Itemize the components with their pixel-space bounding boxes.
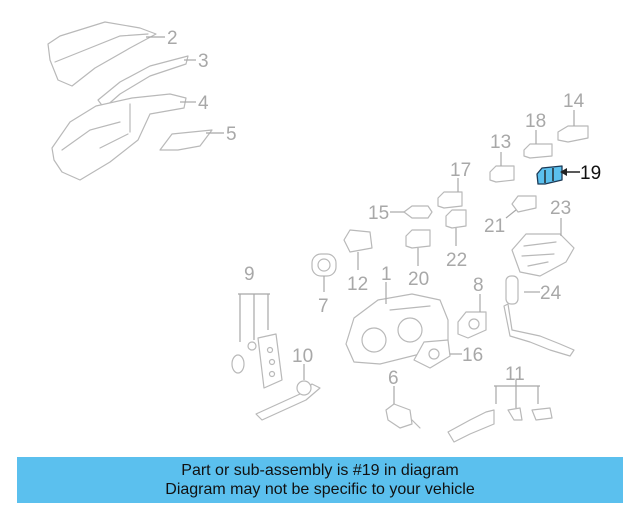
svg-text:8: 8 xyxy=(473,275,484,296)
part-12 xyxy=(343,229,373,253)
svg-text:20: 20 xyxy=(408,269,429,290)
callout-15: 15 xyxy=(368,203,404,224)
part-7 xyxy=(311,253,337,277)
svg-text:19: 19 xyxy=(580,163,601,184)
callout-19: 19 xyxy=(560,163,601,184)
callout-3: 3 xyxy=(184,51,209,72)
callout-22: 22 xyxy=(446,228,467,271)
svg-text:22: 22 xyxy=(446,250,467,271)
part-14 xyxy=(557,125,589,143)
callout-2: 2 xyxy=(146,28,178,49)
part-10 xyxy=(255,380,321,421)
part-15 xyxy=(403,205,433,219)
callout-4: 4 xyxy=(180,93,209,114)
part-24 xyxy=(503,275,575,357)
banner-part-line: Part or sub-assembly is #19 in diagram xyxy=(181,462,459,479)
svg-text:18: 18 xyxy=(525,111,546,132)
svg-text:2: 2 xyxy=(167,28,178,49)
svg-text:14: 14 xyxy=(563,91,585,112)
callout-8: 8 xyxy=(473,275,484,312)
part-6 xyxy=(385,403,421,429)
part-23 xyxy=(511,233,575,277)
callout-11: 11 xyxy=(505,364,525,385)
svg-text:21: 21 xyxy=(484,216,505,237)
part-info-banner: Part or sub-assembly is #19 in diagram D… xyxy=(17,457,623,503)
part-22 xyxy=(445,209,467,229)
svg-text:24: 24 xyxy=(540,283,562,304)
part-8 xyxy=(457,311,487,339)
svg-text:7: 7 xyxy=(318,296,329,317)
svg-text:1: 1 xyxy=(381,264,392,285)
part-11 xyxy=(447,380,553,443)
svg-text:13: 13 xyxy=(490,132,511,153)
callout-24: 24 xyxy=(524,283,562,304)
callout-1: 1 xyxy=(381,264,392,304)
part-19-highlighted xyxy=(536,165,563,185)
callout-9: 9 xyxy=(244,264,255,285)
callout-20: 20 xyxy=(408,248,429,290)
svg-text:9: 9 xyxy=(244,264,255,285)
part-13 xyxy=(489,165,515,183)
callout-21: 21 xyxy=(484,209,517,237)
svg-text:17: 17 xyxy=(450,160,471,181)
part-17 xyxy=(437,191,463,209)
part-18 xyxy=(523,143,553,159)
svg-text:6: 6 xyxy=(388,368,399,389)
part-5 xyxy=(159,129,213,151)
callout-17: 17 xyxy=(450,160,471,192)
banner-disclaimer-line: Diagram may not be specific to your vehi… xyxy=(165,481,475,498)
svg-text:16: 16 xyxy=(462,345,483,366)
part-21 xyxy=(511,195,537,213)
callout-14: 14 xyxy=(563,91,585,126)
callout-16: 16 xyxy=(450,345,483,366)
svg-text:5: 5 xyxy=(226,124,237,145)
svg-text:12: 12 xyxy=(347,274,368,295)
part-16 xyxy=(413,339,451,369)
svg-text:23: 23 xyxy=(550,198,571,219)
part-20 xyxy=(405,229,431,249)
callout-23: 23 xyxy=(550,198,571,236)
part-2 xyxy=(47,21,157,87)
part-9 xyxy=(231,293,283,389)
callout-10: 10 xyxy=(292,346,313,380)
parts-diagram: 2 3 4 5 18 14 1 xyxy=(47,21,601,443)
callout-7: 7 xyxy=(318,276,329,317)
callout-18: 18 xyxy=(525,111,546,144)
svg-text:4: 4 xyxy=(198,93,209,114)
callout-5: 5 xyxy=(206,124,237,145)
callout-12: 12 xyxy=(347,252,368,295)
svg-text:10: 10 xyxy=(292,346,313,367)
svg-text:15: 15 xyxy=(368,203,389,224)
part-4 xyxy=(51,93,187,181)
svg-text:3: 3 xyxy=(198,51,209,72)
svg-text:11: 11 xyxy=(505,364,525,385)
callout-6: 6 xyxy=(388,368,399,404)
callout-13: 13 xyxy=(490,132,511,166)
